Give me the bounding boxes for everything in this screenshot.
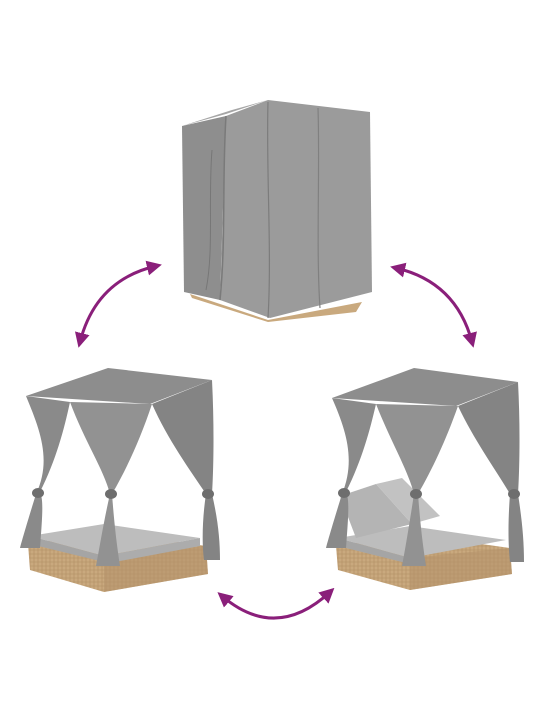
covered-daybed xyxy=(182,100,372,322)
canopy-daybed-reclined xyxy=(326,368,524,590)
curved-double-arrow-right xyxy=(390,262,477,348)
curved-double-arrow-left xyxy=(74,260,162,348)
curved-double-arrow-bottom xyxy=(217,587,335,620)
canopy-daybed-flat xyxy=(20,368,220,592)
